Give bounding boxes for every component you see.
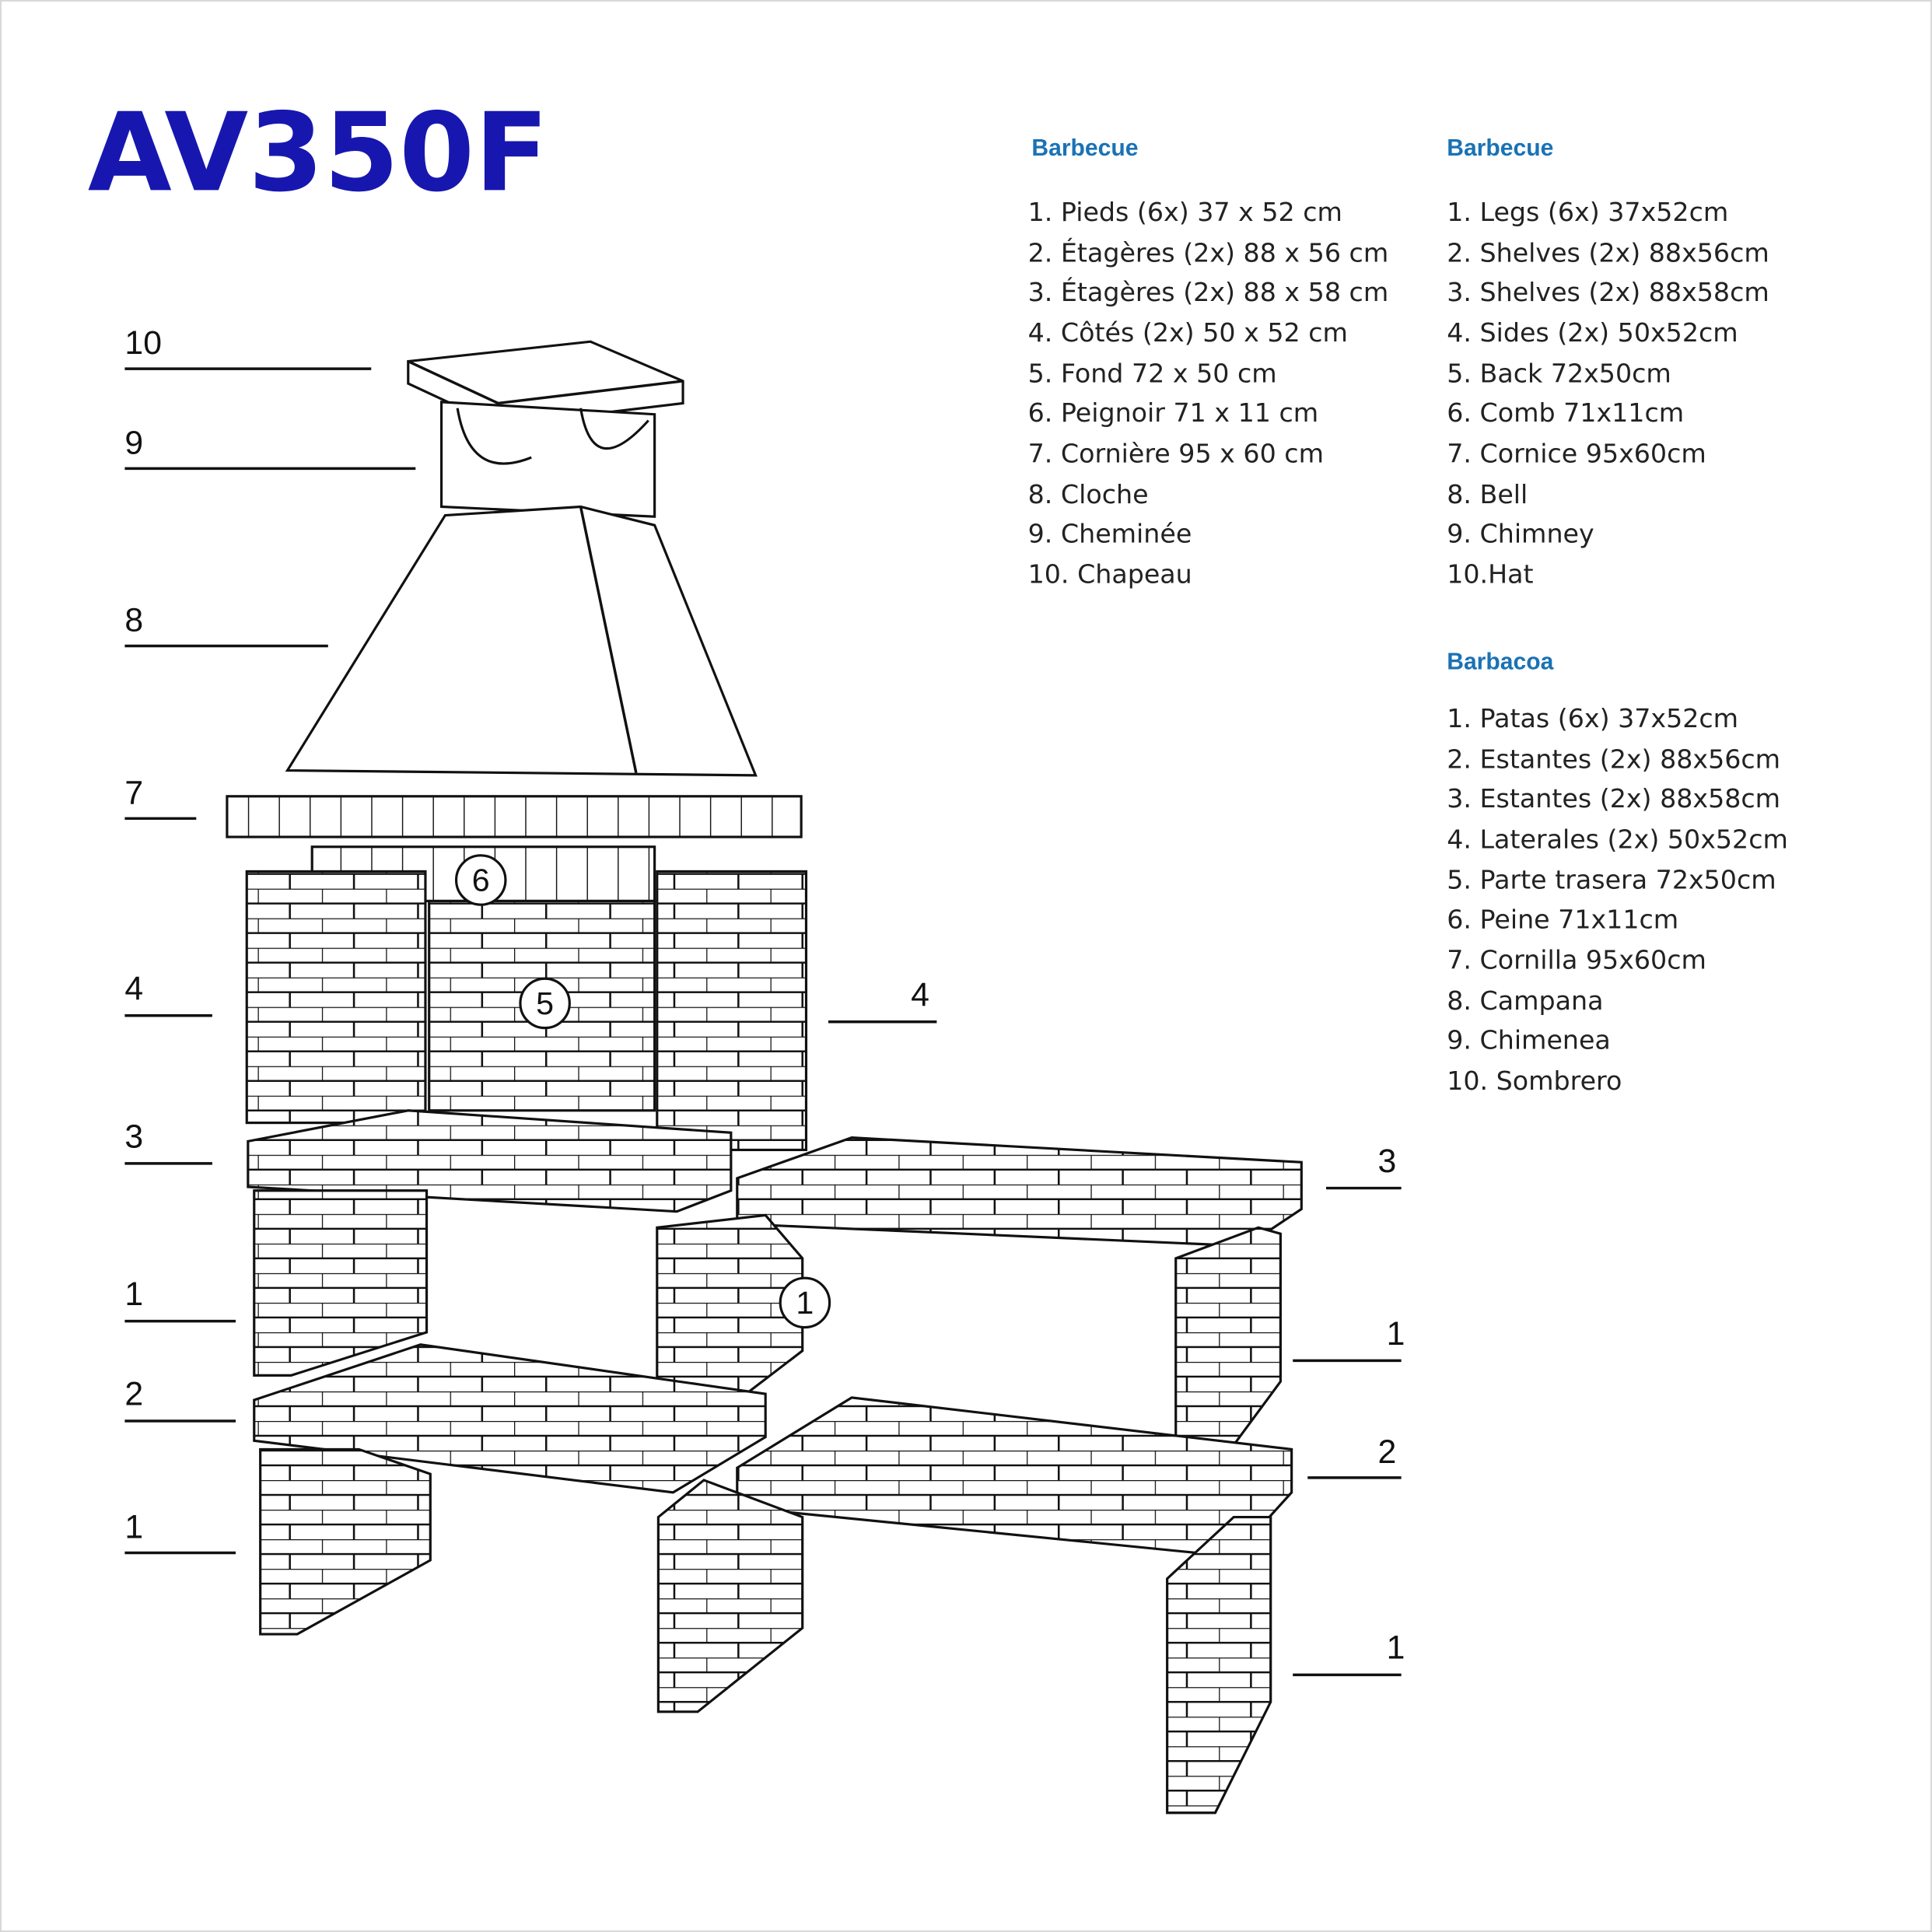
legend-item: 9. Chimenea — [1447, 1025, 1611, 1055]
legend-item: 7. Cornière 95 x 60 cm — [1028, 438, 1324, 468]
legend-item: 9. Cheminée — [1028, 518, 1192, 548]
circled-label-5: 5 — [519, 977, 571, 1030]
legend-item: 8. Bell — [1447, 479, 1528, 509]
legend-item: 10. Sombrero — [1447, 1066, 1622, 1096]
svg-text:6: 6 — [472, 863, 490, 898]
leg — [1174, 1226, 1282, 1463]
legend-item: 6. Peine 71x11cm — [1447, 904, 1678, 934]
callout-label: 4 — [124, 970, 143, 1007]
english-legend: Barbecue 1. Legs (6x) 37x52cm 2. Shelves… — [1447, 135, 1769, 590]
legend-item: 5. Parte trasera 72x50cm — [1447, 865, 1776, 895]
legend-item: 4. Côtés (2x) 50 x 52 cm — [1028, 317, 1348, 348]
legend-item: 8. Campana — [1447, 985, 1603, 1016]
callout-label: 4 — [911, 976, 929, 1013]
callout-label: 3 — [1378, 1143, 1397, 1180]
legend-item: 2. Shelves (2x) 88x56cm — [1447, 237, 1769, 268]
shelf-3-right — [736, 1136, 1303, 1248]
legend-item: 1. Pieds (6x) 37 x 52 cm — [1028, 197, 1342, 227]
leg — [253, 1189, 429, 1377]
callout-label: 9 — [124, 424, 143, 461]
svg-text:5: 5 — [536, 985, 554, 1021]
legend-item: 2. Étagères (2x) 88 x 56 cm — [1028, 236, 1389, 268]
legend-item: 6. Peignoir 71 x 11 cm — [1028, 397, 1319, 428]
legend-item: 4. Sides (2x) 50x52cm — [1447, 317, 1738, 348]
right-callouts: 4 3 1 2 1 — [828, 976, 1405, 1677]
circled-label-1: 1 — [779, 1276, 831, 1329]
french-legend: Barbecue 1. Pieds (6x) 37 x 52 cm 2. Éta… — [1028, 135, 1389, 590]
leg — [1166, 1515, 1272, 1815]
legend-item: 4. Laterales (2x) 50x52cm — [1447, 824, 1788, 854]
cornice — [226, 795, 803, 838]
side-right — [656, 870, 808, 1152]
legend-item: 6. Comb 71x11cm — [1447, 397, 1684, 428]
legend-item: 1. Patas (6x) 37x52cm — [1447, 703, 1738, 733]
barbecue-exploded-view — [226, 340, 1303, 1815]
legend-item: 1. Legs (6x) 37x52cm — [1447, 197, 1728, 227]
english-heading: Barbecue — [1447, 135, 1553, 161]
shelf-2-left — [253, 1343, 767, 1494]
legend-item: 10.Hat — [1447, 559, 1533, 590]
legend-item: 5. Back 72x50cm — [1447, 359, 1671, 389]
callout-label: 1 — [1387, 1629, 1405, 1667]
legend-item: 3. Estantes (2x) 88x58cm — [1447, 783, 1780, 814]
callout-label: 3 — [124, 1118, 143, 1155]
callout-label: 1 — [124, 1508, 143, 1545]
callout-label: 1 — [124, 1276, 143, 1313]
legend-item: 10. Chapeau — [1028, 559, 1192, 590]
legend-item: 7. Cornilla 95x60cm — [1447, 945, 1706, 975]
leg — [656, 1479, 804, 1713]
spanish-heading: Barbacoa — [1447, 649, 1553, 675]
callout-label: 1 — [1387, 1315, 1405, 1353]
callout-label: 10 — [124, 324, 162, 362]
french-heading: Barbecue — [1031, 135, 1138, 161]
legend-item: 5. Fond 72 x 50 cm — [1028, 359, 1277, 389]
circled-label-6: 6 — [454, 854, 507, 906]
svg-text:1: 1 — [796, 1285, 814, 1321]
left-callouts: 10 9 8 7 4 3 1 2 1 — [124, 324, 416, 1555]
legend-item: 3. Shelves (2x) 88x58cm — [1447, 277, 1769, 307]
legend-item: 8. Cloche — [1028, 479, 1149, 509]
legend-item: 3. Étagères (2x) 88 x 58 cm — [1028, 276, 1389, 307]
bell — [285, 505, 758, 777]
legend-item: 2. Estantes (2x) 88x56cm — [1447, 744, 1780, 774]
legend-item: 9. Chimney — [1447, 518, 1594, 548]
callout-label: 2 — [1378, 1433, 1397, 1471]
leg — [259, 1447, 432, 1636]
model-title: AV350F — [88, 89, 548, 215]
callout-label: 8 — [124, 602, 143, 639]
spanish-legend: Barbacoa 1. Patas (6x) 37x52cm 2. Estant… — [1447, 649, 1788, 1096]
callout-label: 7 — [124, 774, 143, 811]
legend-item: 7. Cornice 95x60cm — [1447, 438, 1706, 468]
side-left — [245, 870, 427, 1125]
shelf-3-left — [247, 1109, 733, 1213]
callout-label: 2 — [124, 1375, 143, 1412]
chimney — [439, 401, 656, 518]
